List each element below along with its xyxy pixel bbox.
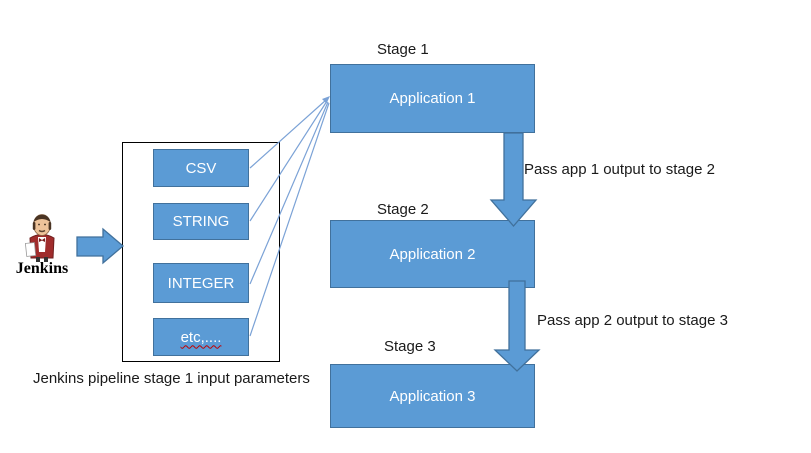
parameters-caption: Jenkins pipeline stage 1 input parameter… [33,370,310,387]
right-arrow-icon [76,227,125,265]
param-label-integer: INTEGER [167,274,235,292]
application-3-box: Application 3 [330,364,535,428]
application-3-label: Application 3 [389,387,476,405]
param-box-etc: etc,.... [153,318,249,356]
stage-1-label: Stage 1 [377,41,429,58]
param-label-string: STRING [172,213,230,230]
stage-2-label: Stage 2 [377,201,429,218]
down-arrow-1-icon [489,132,538,227]
param-label-etc: etc,.... [180,328,222,346]
flow-label-stage1-to-stage2: Pass app 1 output to stage 2 [524,161,715,178]
application-1-label: Application 1 [389,90,476,107]
application-2-box: Application 2 [330,220,535,288]
param-label-csv: CSV [185,159,217,177]
jenkins-logo: Jenkins [8,212,76,278]
param-box-string: STRING [153,203,249,240]
param-box-csv: CSV [153,149,249,187]
application-2-label: Application 2 [389,245,476,263]
flow-label-stage2-to-stage3: Pass app 2 output to stage 3 [537,312,728,329]
stage-3-label: Stage 3 [384,338,436,355]
param-box-integer: INTEGER [153,263,249,303]
connector-arrowhead-icon [322,96,330,104]
jenkins-label: Jenkins [15,260,69,277]
jenkins-butler-icon [24,214,55,262]
down-arrow-2-icon [493,280,541,372]
application-1-box: Application 1 [330,64,535,133]
